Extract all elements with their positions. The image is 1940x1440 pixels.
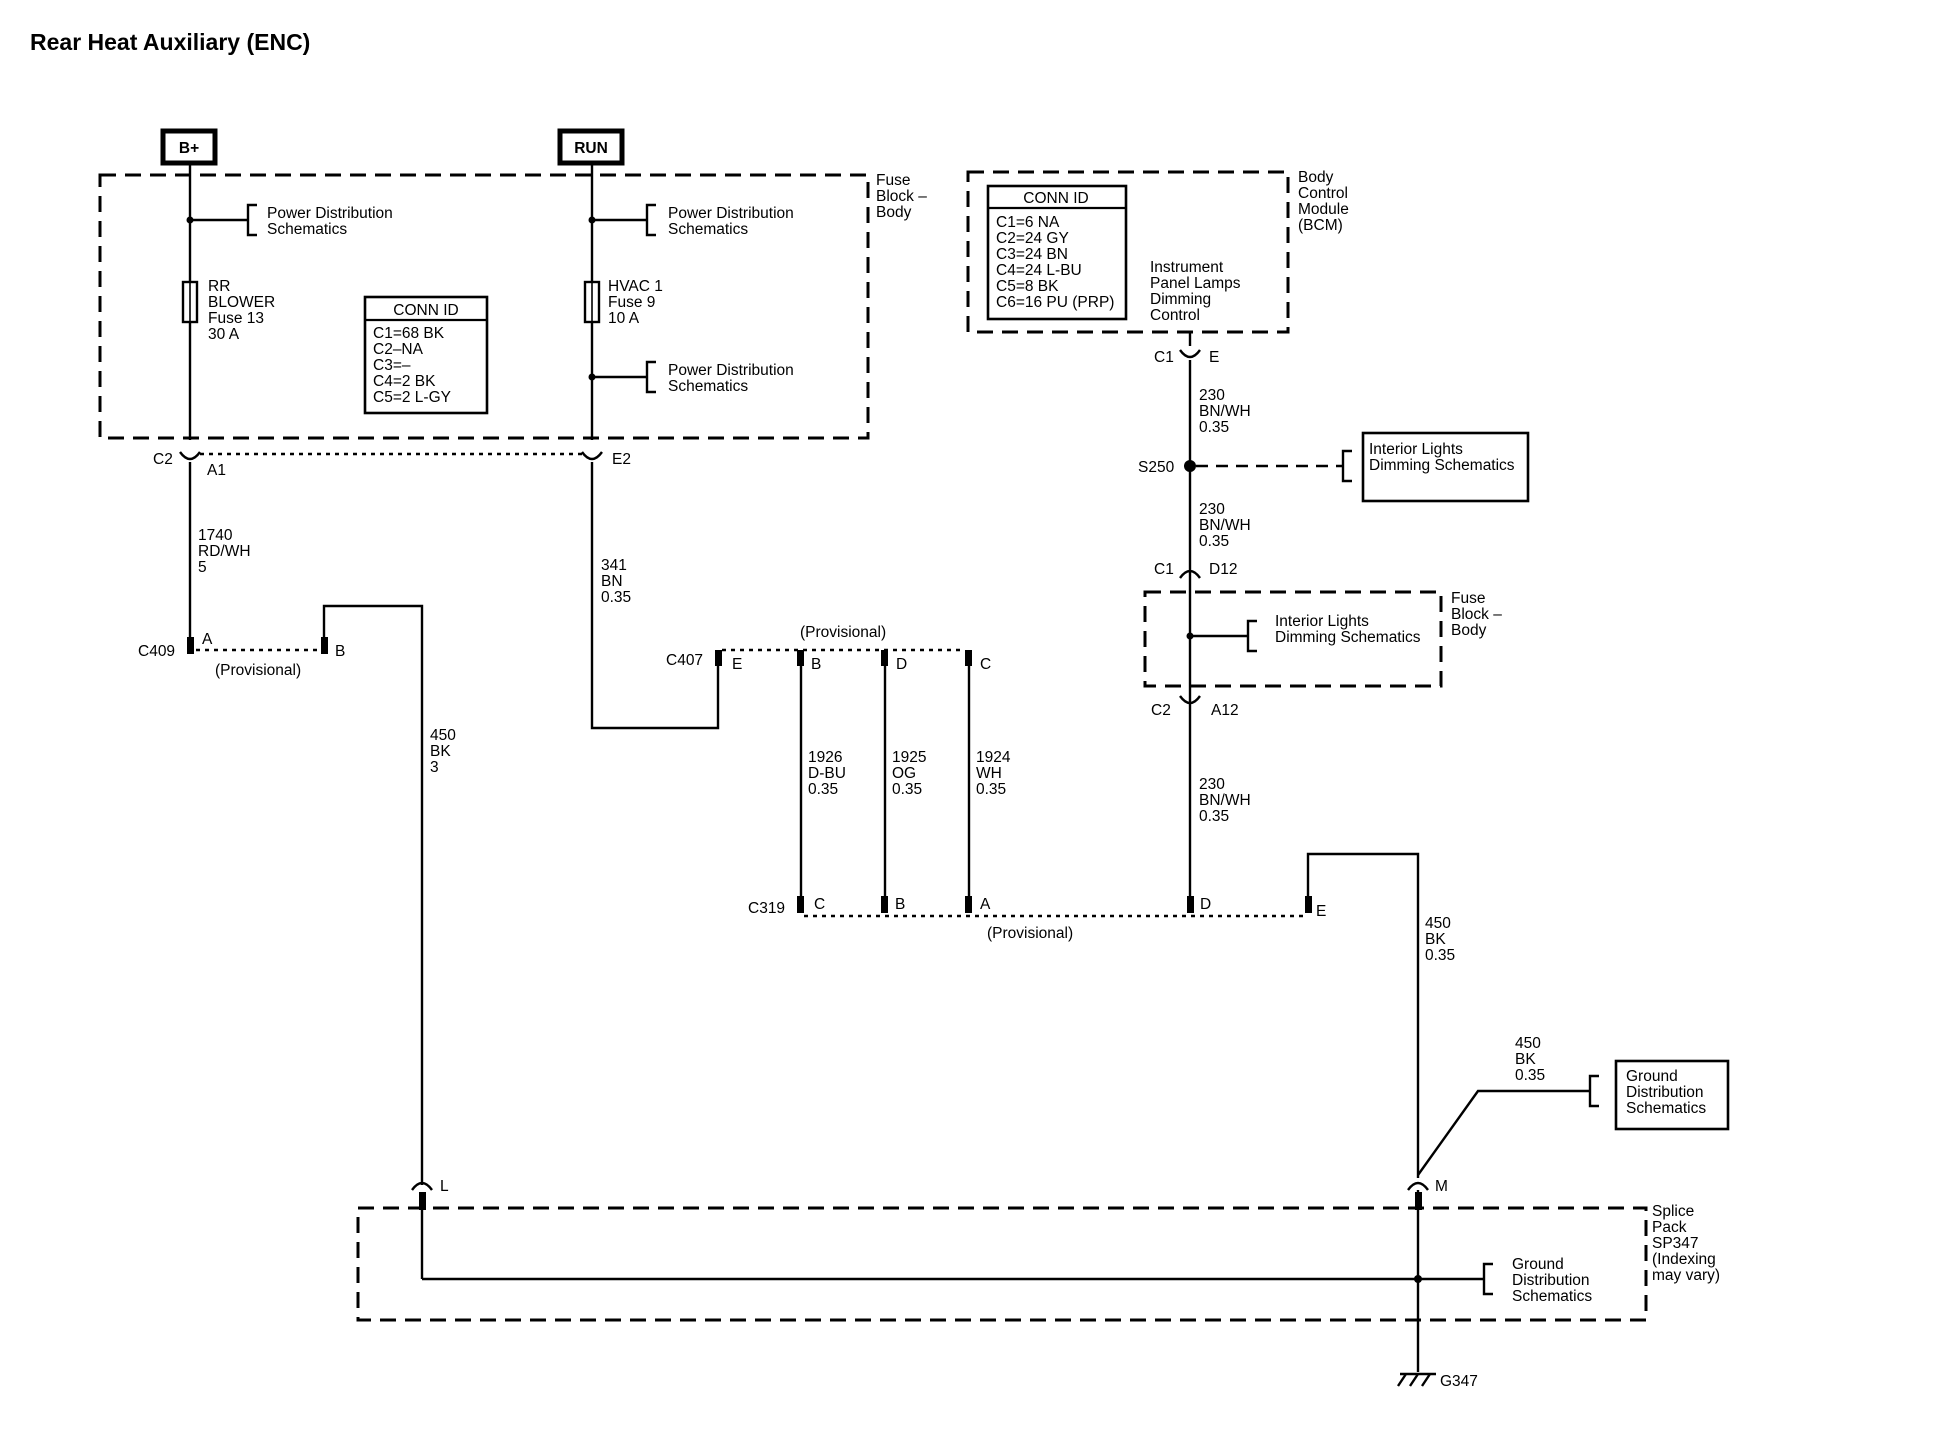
- svg-text:C1: C1: [1154, 561, 1174, 578]
- svg-text:Interior Lights Dimming: Interior Lights Dimming Schematics: [1369, 441, 1515, 474]
- bcm-function: Instrument Panel Lamps Dimming Control: [1150, 259, 1245, 324]
- wire-230-label-1: 230 BN/WH 0.35: [1199, 387, 1255, 436]
- wire-450-ground-branch: [1417, 1089, 1590, 1176]
- run-source: RUN: [557, 128, 625, 166]
- wire-450-035-label: 450 BK 0.35: [1425, 915, 1455, 964]
- wire-341: [590, 462, 720, 730]
- svg-text:C409: C409: [138, 643, 175, 660]
- svg-text:D: D: [1200, 896, 1211, 913]
- svg-text:C: C: [814, 896, 825, 913]
- svg-text:1925 OG 0.35: 1925 OG 0.35: [892, 749, 931, 798]
- svg-text:C: C: [980, 656, 991, 673]
- svg-text:L: L: [440, 1178, 449, 1195]
- svg-text:(Provisional): (Provisional): [215, 662, 301, 679]
- svg-text:C407: C407: [666, 652, 703, 669]
- svg-text:A: A: [202, 631, 213, 648]
- fuse-block-top: Fuse Block – Body Power Distribution Sch…: [98, 163, 931, 440]
- fuse-block-right: Fuse Block – Body Interior Lights Dimmin…: [1143, 590, 1506, 688]
- bplus-label: B+: [179, 140, 199, 157]
- svg-text:D12: D12: [1209, 561, 1237, 578]
- power-dist-ref-2: Power Distribution Schematics: [668, 205, 798, 238]
- splice-s250: S250: [1138, 449, 1352, 483]
- wires-c407-c319: 1926 D-BU 0.35 1925 OG 0.35 1924 WH 0.35: [799, 666, 1015, 903]
- svg-text:A1: A1: [207, 462, 226, 479]
- svg-text:C1=6 NA C2=24 GY: C1=6 NA C2=24 GY C3=24 BN C4=24 L-BU C5=…: [996, 214, 1114, 311]
- fuse-block-right-label: Fuse Block – Body: [1451, 590, 1506, 639]
- svg-text:C1: C1: [1154, 349, 1174, 366]
- wire-450-ground-branch-label: 450 BK 0.35: [1515, 1035, 1545, 1084]
- connector-c407: C407 E B D C (Provisional): [666, 624, 991, 673]
- connector-c2-top: C2 A1 E2: [153, 451, 631, 479]
- wire-450-3-label: 450 BK 3: [430, 727, 460, 776]
- svg-text:A12: A12: [1211, 702, 1239, 719]
- svg-text:E: E: [1316, 903, 1326, 920]
- conn-id-table-bcm: CONN ID C1=6 NA C2=24 GY C3=24 BN C4=24 …: [986, 184, 1128, 321]
- svg-text:C1=68 BK C2–NA: C1=68 BK C2–NA C3=– C4=2 BK C5=2 L-GY: [373, 325, 451, 406]
- svg-text:S250: S250: [1138, 459, 1175, 476]
- interior-lights-ref-box: Interior Lights Dimming Schematics: [1361, 431, 1530, 503]
- power-dist-ref-3: Power Distribution Schematics: [668, 362, 798, 395]
- svg-text:B: B: [335, 643, 345, 660]
- wire-230-label-2: 230 BN/WH 0.35: [1199, 501, 1255, 550]
- rr-blower-fuse-label: RR BLOWER Fuse 13 30 A: [208, 278, 280, 343]
- bcm-label: Body Control Module (BCM): [1298, 169, 1353, 234]
- svg-text:D: D: [896, 656, 907, 673]
- ground-dist-ref-box: Ground Distribution Schematics: [1614, 1059, 1730, 1131]
- ground-label: G347: [1440, 1373, 1478, 1390]
- svg-text:C2: C2: [153, 451, 173, 468]
- splice-pack-label: Splice Pack SP347 (Indexing may vary): [1652, 1203, 1720, 1284]
- wire-450-035: [1306, 852, 1420, 1178]
- power-dist-ref-1: Power Distribution Schematics: [267, 205, 397, 238]
- svg-text:M: M: [1435, 1178, 1448, 1195]
- svg-text:A: A: [980, 896, 991, 913]
- svg-text:E: E: [1209, 349, 1219, 366]
- connector-c2-a12: C2 A12: [1151, 695, 1239, 719]
- wire-230-label-3: 230 BN/WH 0.35: [1199, 776, 1255, 825]
- svg-text:E: E: [732, 656, 742, 673]
- run-label: RUN: [574, 140, 608, 157]
- conn-id-table-fuse-block: CONN ID C1=68 BK C2–NA C3=– C4=2 BK C5=2…: [363, 295, 489, 415]
- svg-text:CONN ID: CONN ID: [393, 302, 458, 319]
- svg-text:1924 WH 0.35: 1924 WH 0.35: [976, 749, 1015, 798]
- svg-text:B: B: [811, 656, 821, 673]
- svg-text:(Provisional): (Provisional): [800, 624, 886, 641]
- connector-c409: C409 A B (Provisional): [138, 631, 345, 679]
- svg-text:C319: C319: [748, 900, 785, 917]
- wire-450-3: [322, 604, 424, 1185]
- connector-bcm-c1: C1 E: [1154, 332, 1219, 366]
- svg-text:C2: C2: [1151, 702, 1171, 719]
- svg-text:B: B: [895, 896, 905, 913]
- svg-text:Ground Distribution: Ground Distribution Schematics: [1626, 1068, 1708, 1117]
- wire-1740-label: 1740 RD/WH 5: [198, 527, 255, 576]
- connector-c319: C319 C B A D E (Provisional): [748, 896, 1326, 942]
- ground-symbol: G347: [1397, 1372, 1478, 1390]
- hvac-fuse-label: HVAC 1 Fuse 9 10 A: [608, 278, 667, 327]
- fuse-block-top-label: Fuse Block – Body: [876, 172, 931, 221]
- connector-splice-pins: L M: [411, 1178, 1448, 1195]
- connector-c1-d12: C1 D12: [1154, 561, 1237, 579]
- body-control-module: Body Control Module (BCM) CONN ID C1=6 N…: [966, 169, 1353, 334]
- svg-text:1926 D-BU 0.35: 1926 D-BU 0.35: [808, 749, 850, 798]
- splice-pack-sp347: Ground Distribution Schematics Splice Pa…: [356, 1192, 1720, 1322]
- wire-341-label: 341 BN 0.35: [601, 557, 631, 606]
- svg-text:(Provisional): (Provisional): [987, 925, 1073, 942]
- fuse-block-right-interior-ref: Interior Lights Dimming Schematics: [1275, 613, 1421, 646]
- splice-pack-ground-dist: Ground Distribution Schematics: [1512, 1256, 1594, 1305]
- bplus-source: B+: [160, 128, 218, 166]
- svg-text:E2: E2: [612, 451, 631, 468]
- svg-text:CONN ID: CONN ID: [1023, 190, 1088, 207]
- diagram-title: Rear Heat Auxiliary (ENC): [30, 29, 310, 55]
